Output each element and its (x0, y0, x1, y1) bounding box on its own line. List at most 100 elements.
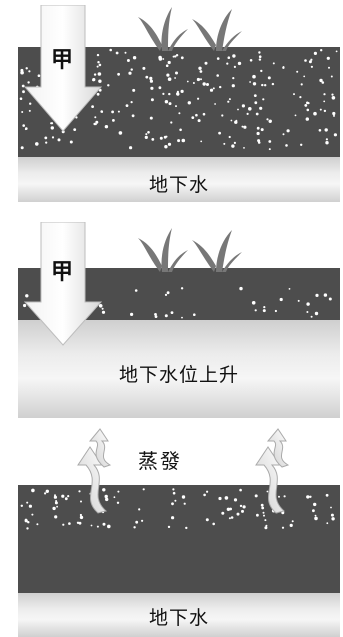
soil-particle (300, 143, 303, 146)
soil-particle (281, 526, 285, 529)
soil-particle (331, 96, 336, 100)
soil-particle (130, 68, 133, 71)
soil-particle (314, 516, 318, 521)
soil-particle (209, 88, 214, 92)
soil-particle (179, 128, 182, 132)
soil-particle (45, 489, 49, 493)
soil-particle (167, 142, 172, 146)
soil-particle (56, 505, 58, 508)
soil-particle (202, 82, 206, 86)
soil-particle (107, 524, 111, 529)
soil-particle (324, 128, 328, 132)
soil-particle (76, 521, 80, 524)
soil-particle (145, 75, 149, 79)
soil-particle (166, 73, 170, 77)
soil-particle (326, 56, 330, 60)
soil-particle (227, 100, 230, 103)
soil-particle (335, 50, 338, 53)
soil-particle (256, 513, 259, 517)
down-arrow-icon (23, 222, 103, 346)
soil-particle (90, 524, 93, 527)
soil-particle (135, 520, 139, 524)
soil-particle (92, 78, 95, 82)
soil-particle (24, 128, 27, 131)
soil-particle (104, 125, 109, 129)
soil-particle (174, 499, 177, 502)
soil-particle (231, 84, 235, 88)
soil-particle (52, 506, 56, 511)
soil-particle (306, 302, 310, 306)
soil-particle (304, 59, 307, 62)
soil-particle (96, 53, 100, 57)
soil-particle (96, 92, 100, 96)
soil-particle (228, 517, 231, 520)
soil-particle (198, 66, 202, 71)
soil-particle (309, 495, 312, 498)
soil-particle (325, 493, 329, 497)
soil-particle (53, 495, 58, 499)
soil-particle (251, 301, 256, 305)
soil-particle (260, 503, 264, 507)
soil-particle (28, 109, 31, 112)
soil-particle (178, 112, 181, 115)
soil-particle (64, 497, 68, 501)
soil-particle (328, 297, 332, 301)
soil-particle (262, 511, 265, 514)
soil-particle (44, 136, 48, 140)
soil-particle (333, 133, 337, 137)
soil-particle (180, 56, 184, 60)
soil-particle (266, 490, 269, 493)
soil-particle (252, 82, 257, 86)
soil-particle (230, 516, 234, 519)
soil-particle (29, 102, 32, 105)
soil-particle (203, 493, 206, 497)
grass-icon (138, 7, 242, 51)
soil-particle (95, 120, 99, 124)
soil-particle (21, 84, 25, 88)
soil-particle (319, 78, 323, 83)
soil-particle (20, 504, 23, 507)
soil-particle (162, 58, 165, 60)
soil-particle (193, 313, 196, 316)
soil-particle (118, 131, 123, 135)
soil-particle (98, 63, 102, 67)
soil-particle (50, 126, 54, 130)
soil-particle (117, 72, 120, 76)
soil-particle (96, 65, 99, 68)
soil-particle (107, 84, 110, 87)
soil-particle (261, 83, 264, 87)
soil-particle (175, 71, 178, 75)
soil-particle (168, 92, 171, 96)
soil-particle (142, 488, 145, 491)
soil-particle (249, 81, 252, 83)
soil-particle (164, 293, 168, 296)
soil-particle (183, 502, 186, 505)
soil-particle (45, 141, 48, 144)
soil-particle (293, 93, 295, 96)
soil-particle (101, 310, 106, 314)
soil-particle (263, 514, 265, 517)
soil-particle (268, 140, 272, 143)
soil-particle (330, 75, 333, 78)
soil-particle (186, 80, 189, 83)
soil-particle (308, 60, 312, 64)
soil-particle (221, 511, 225, 515)
soil-particle (265, 524, 268, 527)
soil-particle (204, 61, 208, 65)
soil-particle (326, 522, 329, 525)
soil-particle (25, 294, 29, 298)
soil-particle (104, 494, 108, 499)
soil-particle (79, 513, 82, 517)
soil-particle (313, 51, 317, 56)
soil-particle (274, 309, 277, 313)
soil-particle (166, 291, 170, 295)
soil-particle (221, 114, 224, 117)
soil-particle (318, 129, 322, 132)
soil-particle (236, 512, 240, 516)
soil-particle (162, 92, 165, 95)
soil-particle (101, 307, 104, 310)
soil-particle (195, 113, 198, 117)
evaporation-label: 蒸發 (138, 449, 182, 473)
soil-particle (206, 490, 209, 493)
soil-particle (264, 84, 267, 87)
